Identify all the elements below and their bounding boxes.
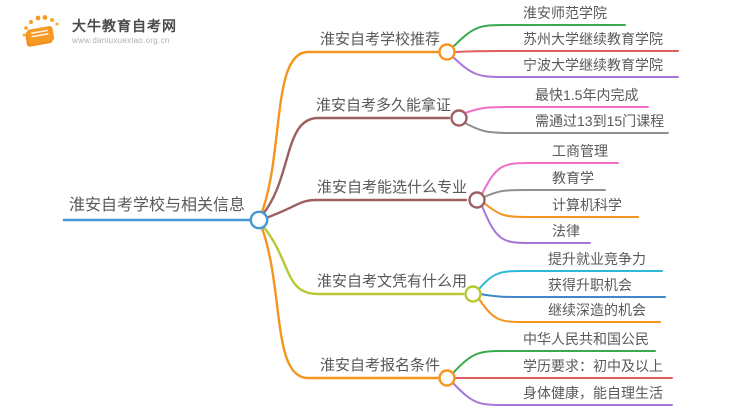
child-node[interactable]: 提升就业竞争力	[548, 251, 646, 267]
child-node[interactable]: 继续深造的机会	[548, 302, 646, 318]
child-node[interactable]: 苏州大学继续教育学院	[523, 31, 663, 47]
branch-node-toggle[interactable]	[464, 285, 482, 303]
branch-node-requirements[interactable]: 淮安自考报名条件	[319, 357, 440, 374]
child-line	[479, 293, 666, 298]
branch-node-diploma-use[interactable]: 淮安自考文凭有什么用	[316, 273, 467, 290]
branch-node-toggle[interactable]	[468, 191, 486, 209]
child-node[interactable]: 计算机科学	[552, 197, 622, 213]
child-node[interactable]: 获得升职机会	[548, 277, 632, 293]
logo-text-block: 大牛教育自考网 www.daniuxuexiao.org.cn	[72, 18, 177, 45]
child-node[interactable]: 最快1.5年内完成	[535, 87, 639, 103]
child-node[interactable]: 淮安师范学院	[523, 5, 607, 21]
root-node[interactable]: 淮安自考学校与相关信息	[68, 197, 245, 214]
child-node[interactable]: 身体健康，能自理生活	[523, 385, 663, 401]
branch-node-majors[interactable]: 淮安自考能选什么专业	[316, 179, 467, 196]
branch-line	[261, 116, 451, 216]
child-node[interactable]: 中华人民共和国公民	[523, 331, 649, 347]
site-logo[interactable]: 大牛教育自考网 www.daniuxuexiao.org.cn	[20, 12, 177, 50]
child-line	[481, 162, 619, 195]
site-name: 大牛教育自考网	[72, 17, 177, 34]
child-node[interactable]: 教育学	[552, 170, 594, 186]
child-node[interactable]: 法律	[552, 223, 580, 239]
logo-book-icon	[22, 15, 59, 47]
child-node[interactable]: 宁波大学继续教育学院	[523, 57, 663, 73]
site-url: www.daniuxuexiao.org.cn	[72, 35, 170, 45]
branch-line	[264, 198, 468, 220]
child-node[interactable]: 需通过13到15门课程	[535, 113, 665, 129]
child-line	[454, 50, 679, 53]
child-node[interactable]: 工商管理	[552, 143, 608, 159]
branch-node-schools[interactable]: 淮安自考学校推荐	[319, 31, 440, 48]
child-node[interactable]: 学历要求：初中及以上	[523, 358, 663, 374]
branch-node-toggle[interactable]	[450, 109, 468, 127]
branch-node-toggle[interactable]	[438, 43, 456, 61]
root-node-toggle[interactable]	[249, 210, 269, 230]
branch-node-toggle[interactable]	[438, 369, 456, 387]
branch-node-duration[interactable]: 淮安自考多久能拿证	[315, 97, 451, 114]
